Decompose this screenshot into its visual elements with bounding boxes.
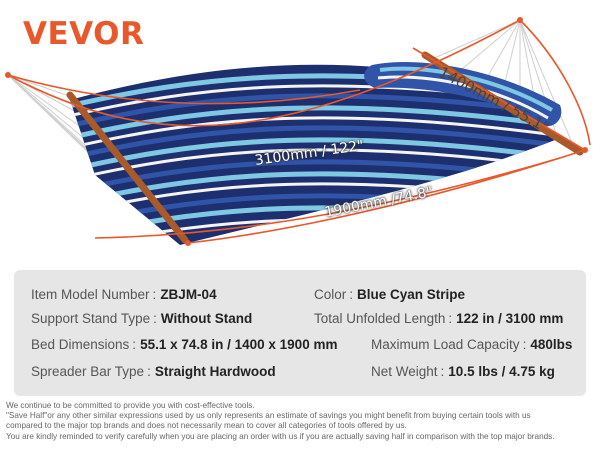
disclaimer-line: We continue to be committed to provide y… [6, 401, 255, 410]
spec-value: ZBJM-04 [160, 287, 217, 302]
spec-value: 480lbs [530, 337, 573, 352]
disclaimer-line: You are kindly reminded to verify carefu… [6, 431, 555, 441]
disclaimer-line: compared to the major top brands and doe… [6, 421, 407, 431]
spec-label: Support Stand Type [31, 311, 151, 326]
stripes [70, 73, 555, 245]
disclaimer-line: "Save Half"or any other similar expressi… [6, 411, 531, 421]
spec-color: Color:Blue Cyan Stripe [314, 287, 466, 302]
spec-value: Straight Hardwood [154, 364, 276, 379]
spec-value: Without Stand [160, 311, 253, 326]
spec-value: 55.1 x 74.8 in / 1400 x 1900 mm [140, 337, 338, 352]
hammock-illustration [5, 17, 591, 246]
spreader-bar-left [66, 91, 189, 244]
dimension-lines [7, 19, 591, 244]
spec-value: Blue Cyan Stripe [357, 287, 466, 302]
brand-logo: VEVOR [23, 16, 145, 52]
spec-label: Bed Dimensions [31, 337, 130, 352]
spec-label: Spreader Bar Type [31, 364, 145, 379]
spec-model-number: Item Model Number:ZBJM-04 [31, 287, 217, 302]
disclaimer: We continue to be committed to provide y… [6, 401, 596, 442]
dimension-endpoints [5, 17, 588, 246]
spec-label: Item Model Number [31, 287, 150, 302]
spec-net-weight: Net Weight:10.5 lbs / 4.75 kg [371, 364, 555, 379]
spec-load-capacity: Maximum Load Capacity:480lbs [371, 337, 573, 352]
spec-label: Maximum Load Capacity [371, 337, 520, 352]
spec-bed-dimensions: Bed Dimensions:55.1 x 74.8 in / 1400 x 1… [31, 337, 338, 352]
spec-value: 10.5 lbs / 4.75 kg [448, 364, 555, 379]
spec-label: Total Unfolded Length [314, 311, 446, 326]
spec-support-stand: Support Stand Type:Without Stand [31, 311, 253, 326]
spec-label: Net Weight [371, 364, 438, 379]
spec-label: Color [314, 287, 347, 302]
spec-value: 122 in / 3100 mm [456, 311, 564, 326]
specifications-panel: Item Model Number:ZBJM-04 Color:Blue Cya… [14, 270, 586, 396]
spec-unfolded-length: Total Unfolded Length:122 in / 3100 mm [314, 311, 564, 326]
spec-spreader-bar: Spreader Bar Type:Straight Hardwood [31, 364, 276, 379]
